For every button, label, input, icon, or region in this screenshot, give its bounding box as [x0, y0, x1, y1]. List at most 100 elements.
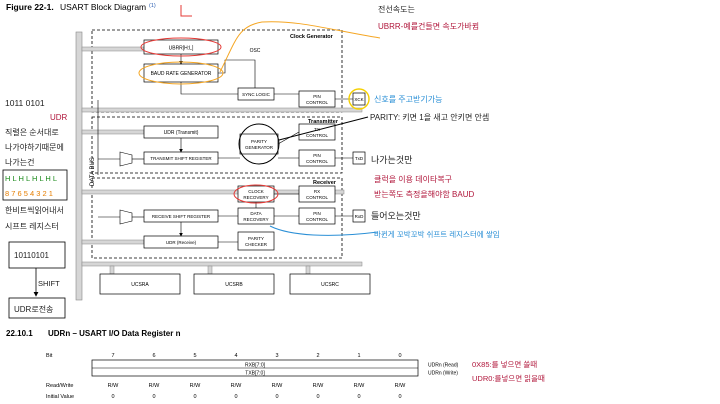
rw-value: R/W — [231, 383, 243, 389]
txd-label: TxD — [355, 156, 364, 161]
note-shift-label: SHIFT — [38, 279, 60, 288]
pin-control-xck-label-2: CONTROL — [306, 100, 328, 105]
sync-logic-label: SYNC LOGIC — [242, 92, 271, 97]
parity-generator-label-2: GENERATOR — [245, 145, 274, 150]
clock-generator-wires — [97, 54, 353, 175]
pin-control-xck-label-1: PIN — [313, 94, 321, 99]
init-value: 0 — [357, 394, 360, 400]
pin-control-tx-label-1: PIN — [313, 153, 321, 158]
bit-number: 1 — [357, 353, 360, 359]
rw-value: R/W — [149, 383, 161, 389]
parity-checker-label-2: CHECKER — [245, 242, 268, 247]
rw-label: Read/Write — [46, 383, 73, 389]
udr-transmit-label: UDR (Transmit) — [164, 130, 199, 136]
note-parity: PARITY: 키면 1을 새고 안키면 안셈 — [370, 112, 489, 122]
note-left-4: 한비트씩읽어내서 — [5, 205, 64, 215]
rw-value: R/W — [190, 383, 202, 389]
pin-control-tx-label-2: CONTROL — [306, 159, 328, 164]
parity-checker-label-1: PARITY — [248, 236, 264, 241]
rw-value: R/W — [313, 383, 325, 389]
rw-value: R/W — [354, 383, 366, 389]
note-write-2: UDR0:를넣으면 읽을때 — [472, 373, 545, 383]
note-left-3: 나가는건 — [5, 157, 34, 167]
pin-control-rx-label-1: PIN — [313, 211, 321, 216]
note-left-2: 나가야하기때문에 — [5, 142, 64, 152]
register-section: 22.10.1 — [6, 329, 33, 338]
udr-write-label: UDRn (Write) — [428, 371, 458, 377]
ucsrb-box — [193, 273, 275, 295]
parity-checker-box — [237, 231, 275, 251]
figure-title: Figure 22-1. — [6, 2, 54, 12]
init-value: 0 — [111, 394, 114, 400]
bit-number: 0 — [398, 353, 401, 359]
pin-control-rx-label-2: CONTROL — [306, 217, 328, 222]
bit-number: 7 — [111, 353, 114, 359]
osc-label: OSC — [250, 48, 261, 54]
init-value: 0 — [398, 394, 401, 400]
figure-footnote: (1) — [149, 3, 156, 9]
bit-number: 6 — [152, 353, 155, 359]
transmitter-box — [91, 116, 343, 174]
note-clock-2: 받는쪽도 측정을해야함 BAUD — [374, 189, 474, 199]
bus-connectors — [81, 46, 363, 275]
annotation-strokes — [138, 5, 381, 236]
receiver-label: Receiver — [313, 180, 337, 186]
note-left-5: 시프트 레지스터 — [5, 222, 59, 231]
note-udr: UDR — [50, 113, 68, 122]
init-value: 0 — [275, 394, 278, 400]
udr-receive-label: UDR (Receive) — [166, 240, 197, 245]
init-value: 0 — [234, 394, 237, 400]
parity-generator-box — [239, 133, 279, 155]
transmitter-label: Transmitter — [308, 119, 339, 125]
init-value: 0 — [316, 394, 319, 400]
baud-rate-generator-label: BAUD RATE GENERATOR — [151, 71, 212, 77]
note-shift-value: 10110101 — [14, 251, 50, 260]
note-hl-row: H L H L H L H L — [5, 174, 57, 183]
init-label: Initial Value — [46, 394, 74, 400]
rx-mux — [119, 209, 133, 225]
note-num-row: 8 7 6 5 4 3 2 1 — [5, 189, 53, 198]
clock-recovery-label-1: CLOCK — [248, 189, 264, 194]
data-bus — [75, 31, 83, 301]
tx-mux — [119, 151, 133, 167]
data-recovery-label-2: RECOVERY — [243, 217, 268, 222]
rxd-label: RxD — [355, 214, 364, 219]
note-rx-in: 들어오는것만 — [371, 211, 421, 221]
rx-control-label-1: RX — [314, 189, 320, 194]
receive-shift-register-label: RECEIVE SHIFT REGISTER — [152, 214, 211, 219]
note-shift: 바뀐게 꼬박꼬박 쉬프트 레지스터에 쌓임 — [374, 229, 500, 239]
bit-number: 5 — [193, 353, 196, 359]
rw-value: R/W — [272, 383, 284, 389]
note-left-1: 직렬은 순서대로 — [5, 127, 59, 137]
ucsrb-label: UCSRB — [225, 282, 243, 288]
data-recovery-label-1: DATA — [250, 211, 261, 216]
bit-number: 2 — [316, 353, 319, 359]
tx-control-label-1: TX — [314, 127, 320, 132]
note-udr-send: UDR로전송 — [14, 304, 53, 314]
note-xck: 신호를 주고받기가능 — [374, 94, 442, 104]
rw-value: R/W — [108, 383, 120, 389]
rxb-label: RXB[7:0] — [245, 363, 266, 369]
note-clock-1: 클럭을 이용 데이타복구 — [374, 174, 452, 184]
init-value: 0 — [193, 394, 196, 400]
register-title: UDRn – USART I/O Data Register n — [48, 329, 181, 338]
shift-register-sketch — [2, 169, 68, 201]
shift-value-box — [8, 241, 66, 269]
rw-values: R/W R/W R/W R/W R/W R/W R/W R/W — [108, 383, 407, 389]
ucsrc-box — [289, 273, 371, 295]
note-bits: 1011 0101 — [5, 98, 45, 108]
note-tx-out: 나가는것만 — [371, 155, 412, 165]
transmitter-wires — [98, 131, 353, 160]
xck-label: XCK — [354, 97, 363, 102]
udr-send-box — [8, 297, 66, 319]
bit-label: Bit — [46, 353, 53, 359]
note-write-1: 0X85:를 넣으면 쓸때 — [472, 359, 537, 369]
receiver-box — [91, 177, 343, 259]
parity-generator-label-1: PARITY — [251, 139, 267, 144]
rw-value: R/W — [395, 383, 407, 389]
udr-read-label: UDRn (Read) — [428, 363, 459, 369]
note-speed-1: 전선속도는 — [378, 4, 415, 14]
clock-recovery-label-2: RECOVERY — [243, 195, 268, 200]
rx-control-label-2: CONTROL — [306, 195, 328, 200]
